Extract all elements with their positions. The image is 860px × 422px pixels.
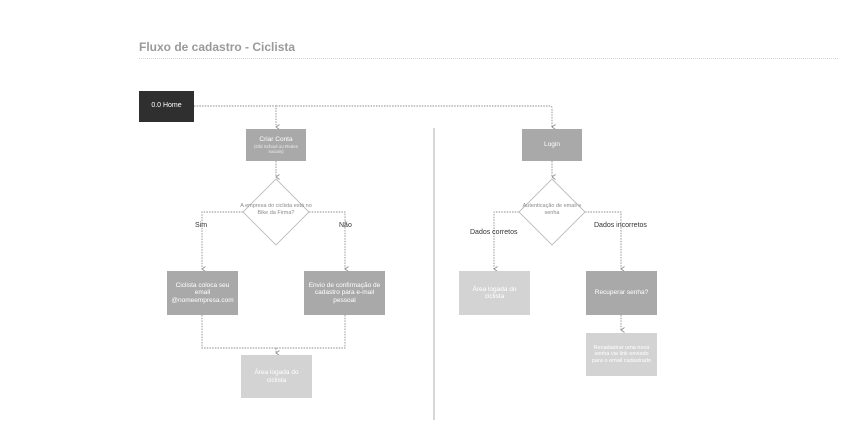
home-label: 0.0 Home (151, 102, 182, 110)
connector-auth-to-area-logada (493, 211, 519, 272)
ciclista-email-node: Ciclista coloca seu email @nomeempresa.c… (167, 271, 238, 315)
recadastrar-senha-node: Recadastrar uma nova senha via link envi… (586, 333, 657, 376)
envio-confirmacao-label: Envio de confirmação de cadastro para e-… (308, 281, 381, 304)
diagram-title: Fluxo de cadastro - Ciclista (139, 40, 296, 54)
area-logada-left-node: Área logada do ciclista (241, 355, 312, 398)
title-divider (139, 58, 838, 59)
decision-diamond-empresa (242, 178, 310, 246)
auth-question-label: Autenticação de email e senha (522, 203, 582, 216)
login-node: Login (522, 129, 582, 161)
connector-question-to-ciclista-email (201, 211, 243, 272)
envio-confirmacao-node: Envio de confirmação de cadastro para e-… (304, 271, 385, 315)
recuperar-senha-label: Recuperar senha? (594, 289, 649, 297)
connector-auth-to-recuperar (585, 211, 625, 272)
branch-label-nao: Não (339, 222, 352, 229)
connector-envio-down (276, 315, 346, 349)
area-logada-right-label: Área logada do ciclista (472, 285, 517, 300)
home-node: 0.0 Home (139, 91, 194, 122)
connector-ciclista-email-down (201, 315, 276, 349)
connector-question-to-envio (309, 211, 349, 272)
area-logada-right-node: Área logada do ciclista (459, 271, 530, 315)
branch-label-dados-corretos: Dados corretos (470, 229, 518, 236)
criar-conta-label: Criar Conta (259, 136, 293, 144)
criar-conta-sublabel: (Old School ou Redes sociais) (253, 143, 299, 154)
area-logada-left-label: Área logada do ciclista (254, 369, 299, 384)
ciclista-email-label: Ciclista coloca seu email @nomeempresa.c… (171, 281, 234, 304)
empresa-question-label: A empresa do ciclista está no Bike da Fi… (240, 203, 312, 216)
connector-home-to-criar-conta (194, 105, 280, 130)
branch-label-dados-incorretos: Dados incorretos (594, 222, 647, 229)
branch-label-sim: Sim (195, 222, 208, 229)
decision-diamond-auth (518, 178, 586, 246)
connector-home-to-login (276, 105, 556, 130)
recadastrar-senha-label: Recadastrar uma nova senha via link envi… (591, 345, 651, 364)
criar-conta-node: Criar Conta (Old School ou Redes sociais… (246, 129, 306, 161)
recuperar-senha-node: Recuperar senha? (586, 271, 657, 315)
login-label: Login (544, 141, 560, 149)
